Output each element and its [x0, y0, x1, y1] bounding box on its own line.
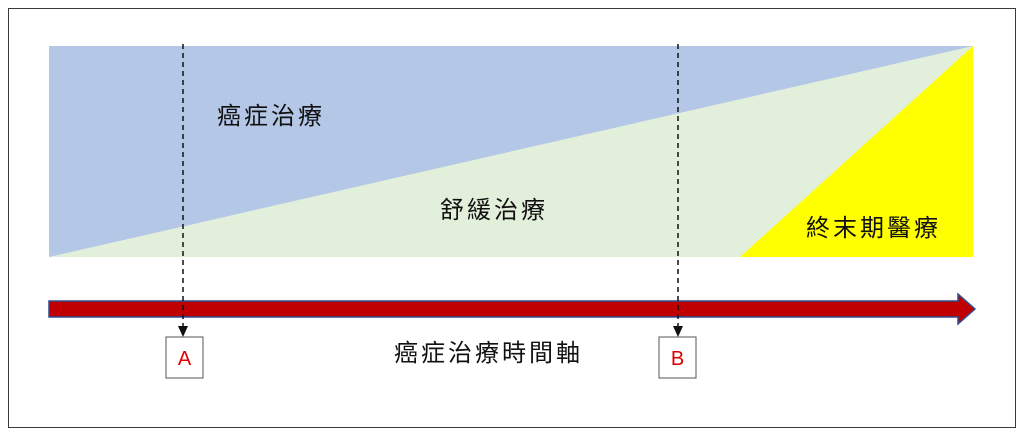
- cancer-treatment-region: [49, 46, 973, 257]
- marker-b-label: B: [671, 348, 684, 370]
- end-of-life-care-region: [740, 46, 973, 257]
- end-of-life-care-label: 終末期醫療: [806, 214, 941, 242]
- marker-b-arrowhead: [673, 326, 683, 337]
- diagram-frame: [8, 8, 1016, 428]
- marker-a-box: [165, 336, 204, 379]
- marker-a-arrowhead: [178, 326, 188, 337]
- timeline-label: 癌症治療時間軸: [394, 339, 583, 367]
- timeline-arrow: [48, 292, 977, 326]
- marker-b-box: [658, 336, 697, 379]
- cancer-treatment-label: 癌症治療: [217, 102, 325, 130]
- palliative-care-label: 舒緩治療: [440, 196, 548, 224]
- marker-a-label: A: [178, 348, 192, 370]
